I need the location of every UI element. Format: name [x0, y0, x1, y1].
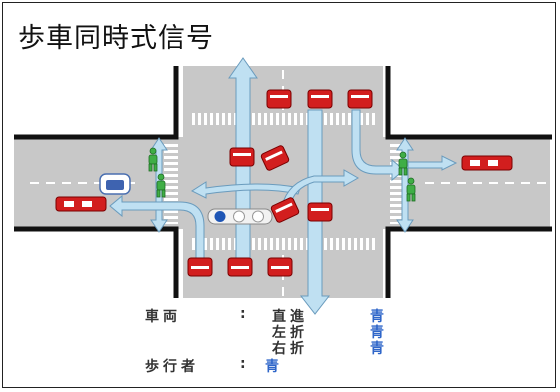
car-icon	[461, 155, 513, 171]
vehicles	[55, 89, 513, 277]
car-icon	[307, 202, 333, 222]
legend-vehicle-label: 車両	[145, 309, 181, 325]
pedestrian-signal-box	[99, 173, 131, 195]
car-icon	[260, 145, 290, 171]
car-icon	[347, 89, 373, 109]
car-icon	[307, 89, 333, 109]
pedestrian-icon	[156, 173, 166, 198]
pedestrian-icon	[148, 147, 158, 172]
legend-signal-straight: 青	[370, 309, 384, 325]
legend-signal-left: 青	[370, 325, 384, 341]
car-icon	[187, 257, 213, 277]
car-icon	[229, 147, 255, 167]
legend-pedestrian-label: 歩行者	[145, 359, 199, 375]
diagram-title: 歩車同時式信号	[18, 23, 214, 54]
legend-movement-left: 左折	[272, 325, 308, 341]
traffic-signal	[207, 208, 273, 225]
pedestrian-icon	[406, 177, 416, 202]
car-icon	[55, 196, 107, 212]
pedestrian-icons	[148, 147, 416, 202]
car-icon	[266, 89, 292, 109]
legend-colon-2: :	[240, 356, 250, 372]
legend-movement-right: 右折	[272, 341, 308, 357]
pedestrian-icon	[398, 151, 408, 176]
legend-signal-right: 青	[370, 341, 384, 357]
car-icon	[227, 257, 253, 277]
road-edges	[14, 66, 552, 298]
legend-colon: :	[240, 306, 250, 322]
legend-movement-straight: 直進	[272, 309, 308, 325]
legend-signal-pedestrian: 青	[265, 359, 279, 375]
car-icon	[270, 197, 300, 223]
car-icon	[267, 257, 293, 277]
